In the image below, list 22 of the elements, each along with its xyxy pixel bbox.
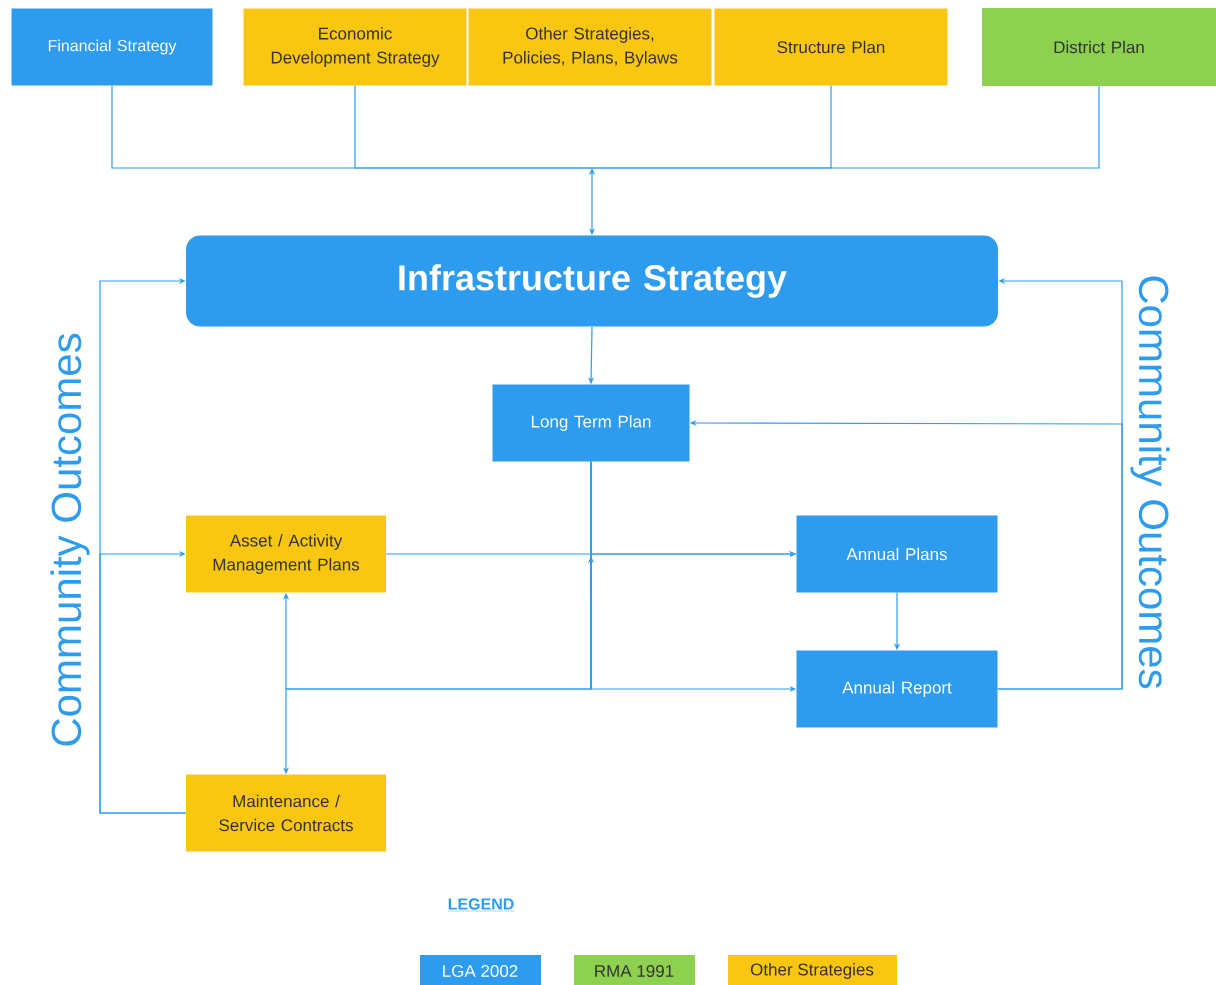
plan-box: Long Term Plan: [492, 384, 690, 462]
plan-box: Annual Plans: [796, 515, 998, 593]
plan-box: Maintenance / Service Contracts: [186, 774, 386, 852]
plan-box: Structure Plan: [714, 8, 948, 86]
strategy-banner: Infrastructure Strategy: [186, 235, 998, 327]
plan-box: Asset / Activity Management Plans: [186, 515, 386, 593]
plan-box: Other Strategies, Policies, Plans, Bylaws: [468, 8, 712, 86]
connector-line: [354, 85, 593, 169]
legend-item: RMA 1991: [574, 955, 695, 985]
legend-item: LGA 2002: [420, 955, 541, 985]
edge-label: Community Outcomes: [50, 333, 90, 746]
node-label: Economic Development Strategy: [271, 27, 440, 67]
plan-box: Financial Strategy: [11, 8, 213, 86]
arrow: [99, 550, 187, 814]
edge-label: Community Outcomes: [1130, 276, 1170, 689]
legend-item: Other Strategies: [728, 955, 897, 985]
legend-heading: LEGEND: [447, 898, 515, 912]
plan-box: Economic Development Strategy: [243, 8, 467, 86]
plan-box: District Plan: [982, 8, 1216, 86]
plan-box: Annual Report: [796, 650, 998, 728]
node-label: Other Strategies, Policies, Plans, Bylaws: [503, 27, 678, 67]
connector-line: [591, 85, 1100, 169]
